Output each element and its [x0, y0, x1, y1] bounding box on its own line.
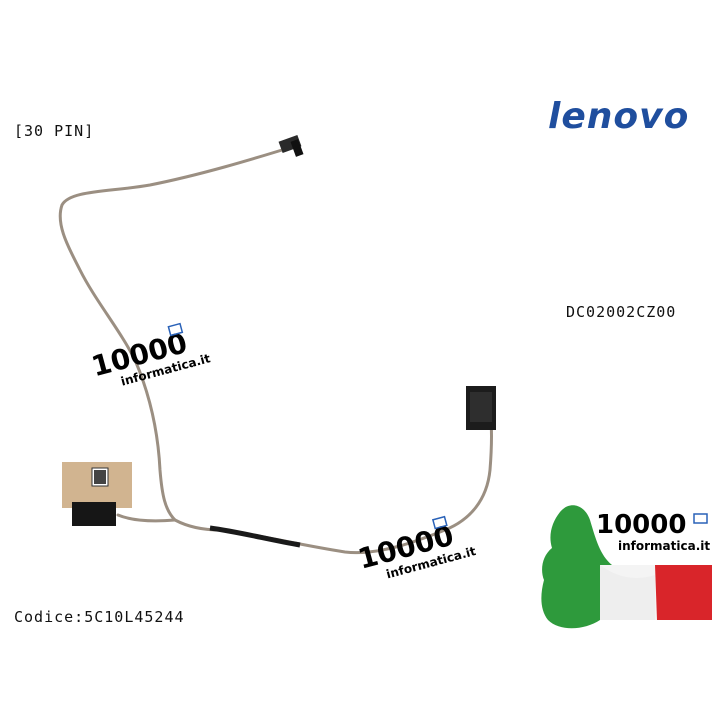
logo-number: 10000	[596, 510, 686, 540]
part-number-label: DC02002CZ00	[566, 303, 677, 321]
thumbs-up-flag-logo: 10000 informatica.it	[541, 505, 712, 629]
laptop-icon	[167, 322, 184, 337]
laptop-icon	[693, 513, 708, 524]
pin-count-label: [30 PIN]	[14, 122, 95, 140]
laptop-icon	[431, 515, 448, 530]
right-connector	[466, 386, 496, 430]
left-connector	[62, 462, 132, 526]
top-connector	[278, 134, 304, 157]
logo-site: informatica.it	[618, 539, 710, 553]
lenovo-logo: lenovo	[548, 96, 690, 137]
cable-sleeve	[209, 525, 301, 548]
product-code-label: Codice:5C10L45244	[14, 608, 185, 626]
watermark-1: 10000 informatica.it	[88, 322, 212, 389]
